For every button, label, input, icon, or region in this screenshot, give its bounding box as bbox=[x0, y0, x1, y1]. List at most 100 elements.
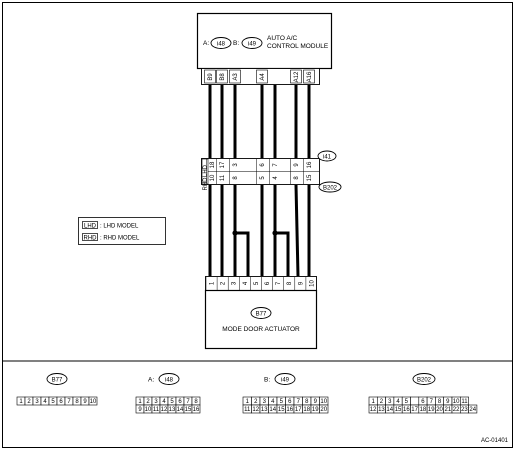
legend-rhd-tag bbox=[82, 233, 98, 241]
connector-pin-label: 12 bbox=[161, 407, 168, 413]
connector-pin-label: 5 bbox=[405, 399, 409, 405]
connector-pin-label: 3 bbox=[154, 399, 158, 405]
module-pin-label: A16 bbox=[307, 71, 313, 82]
module-pin-cell bbox=[216, 69, 228, 84]
connector-pin-label: 9 bbox=[314, 399, 318, 405]
actuator-pin-label: 2 bbox=[221, 281, 227, 285]
connector-cell bbox=[88, 396, 98, 406]
connector-pin-label: 17 bbox=[411, 407, 418, 413]
connector-pin-label: 24 bbox=[469, 407, 476, 413]
connector-pin-label: 22 bbox=[453, 407, 460, 413]
actuator-pin-label: 5 bbox=[254, 281, 260, 285]
connector-pin-label: 2 bbox=[27, 399, 31, 405]
junction-lhd-tag: LHD bbox=[203, 164, 209, 177]
junction-rhd-pin: 10 bbox=[210, 174, 216, 181]
junction-lhd-pin: 6 bbox=[260, 163, 266, 167]
connector-pin-label: 4 bbox=[43, 399, 47, 405]
connector-pin-label: 10 bbox=[320, 399, 327, 405]
junction-lhd-pin: 7 bbox=[273, 163, 279, 167]
connector-pin-label: 7 bbox=[67, 399, 71, 405]
view-i48-oval bbox=[158, 373, 180, 385]
actuator-box bbox=[204, 289, 318, 350]
connector-pin-label: 9 bbox=[138, 407, 142, 413]
module-pin-label: A12 bbox=[294, 71, 300, 82]
module-pin-cell bbox=[229, 69, 241, 84]
junction-top-connector-oval bbox=[317, 150, 337, 162]
connector-pin-label: 4 bbox=[162, 399, 166, 405]
legend-rhd-code: RHD bbox=[84, 235, 98, 241]
junction-bottom-connector-oval bbox=[318, 181, 342, 193]
connector-pin-label: 15 bbox=[278, 407, 285, 413]
connector-cell bbox=[319, 404, 329, 414]
view-i49-oval bbox=[274, 373, 296, 385]
connector-pin-label: 8 bbox=[305, 399, 309, 405]
module-pin-cell bbox=[204, 69, 216, 84]
connector-pin-label: 7 bbox=[186, 399, 190, 405]
wire-branch bbox=[275, 231, 290, 276]
actuator-pin-label: 7 bbox=[276, 281, 282, 285]
view-i49-label: i49 bbox=[281, 377, 290, 383]
module-name-line2: CONTROL MODULE bbox=[267, 43, 329, 50]
actuator-pin-label: 4 bbox=[243, 281, 249, 285]
junction-rhd-pin: 11 bbox=[220, 174, 226, 181]
legend-rhd-text: : RHD MODEL bbox=[100, 235, 140, 241]
junction-rhd-pin: 8 bbox=[294, 176, 300, 180]
module-pin-label: A4 bbox=[260, 73, 266, 81]
actuator-connector: B77 bbox=[256, 311, 267, 317]
connector-pin-label: 7 bbox=[430, 399, 434, 405]
junction-lhd-pin: 16 bbox=[307, 161, 313, 168]
connector-pin-label: 13 bbox=[169, 407, 176, 413]
view-b77-label: B77 bbox=[52, 377, 63, 383]
connector-pin-label: 15 bbox=[395, 407, 402, 413]
actuator-pin-label: 10 bbox=[309, 280, 315, 287]
module-prefix-a: A: bbox=[203, 40, 209, 47]
junction-top-connector: i41 bbox=[323, 154, 332, 160]
connector-pin-label: 11 bbox=[153, 407, 160, 413]
module-pin-label: B9 bbox=[208, 73, 214, 81]
connector-pin-label: 4 bbox=[271, 399, 275, 405]
junction-lhd-pin: 18 bbox=[210, 161, 216, 168]
connector-cell bbox=[410, 396, 420, 406]
connector-pin-label: 3 bbox=[263, 399, 267, 405]
control-module-box bbox=[196, 12, 333, 70]
actuator-pin-label: 3 bbox=[232, 281, 238, 285]
connector-pin-label: 1 bbox=[19, 399, 23, 405]
module-pin-label: B8 bbox=[220, 73, 226, 81]
connector-pin-label: 2 bbox=[146, 399, 150, 405]
actuator-pin-label: 1 bbox=[210, 281, 216, 285]
module-connector-b-oval bbox=[241, 37, 263, 49]
connector-pin-label: 8 bbox=[438, 399, 442, 405]
connector-pin-label: 13 bbox=[261, 407, 268, 413]
connector-pin-label: 12 bbox=[370, 407, 377, 413]
connector-pin-label: 11 bbox=[461, 399, 468, 405]
connector-pin-label: 10 bbox=[145, 407, 152, 413]
module-pin-cell bbox=[290, 69, 302, 84]
connector-pin-label: 20 bbox=[320, 407, 327, 413]
connector-pin-label: 9 bbox=[446, 399, 450, 405]
connector-pin-label: 16 bbox=[286, 407, 293, 413]
connector-pin-label: 14 bbox=[269, 407, 276, 413]
junction-rhd-pin: 15 bbox=[307, 174, 313, 181]
connector-pin-label: 15 bbox=[185, 407, 192, 413]
connector-pin-label: 7 bbox=[297, 399, 301, 405]
view-b202-label: B202 bbox=[417, 377, 432, 383]
connector-pin-label: 6 bbox=[421, 399, 425, 405]
junction-rhd-pin: 8 bbox=[233, 176, 239, 180]
connector-pin-label: 14 bbox=[386, 407, 393, 413]
figure-id: AC-01401 bbox=[481, 438, 509, 444]
module-pin-cell bbox=[303, 69, 315, 84]
module-connector-a-oval bbox=[210, 37, 232, 49]
junction-tag-cell bbox=[201, 158, 209, 185]
module-pin-label: A3 bbox=[233, 73, 239, 81]
connector-pin-label: 10 bbox=[90, 399, 97, 405]
connector-pin-label: 12 bbox=[252, 407, 259, 413]
connector-pin-label: 8 bbox=[75, 399, 79, 405]
actuator-pin-label: 6 bbox=[265, 281, 271, 285]
wire-branch bbox=[235, 231, 250, 276]
junction-rhd-tag: RHD bbox=[203, 177, 209, 191]
splice-point bbox=[272, 230, 278, 236]
